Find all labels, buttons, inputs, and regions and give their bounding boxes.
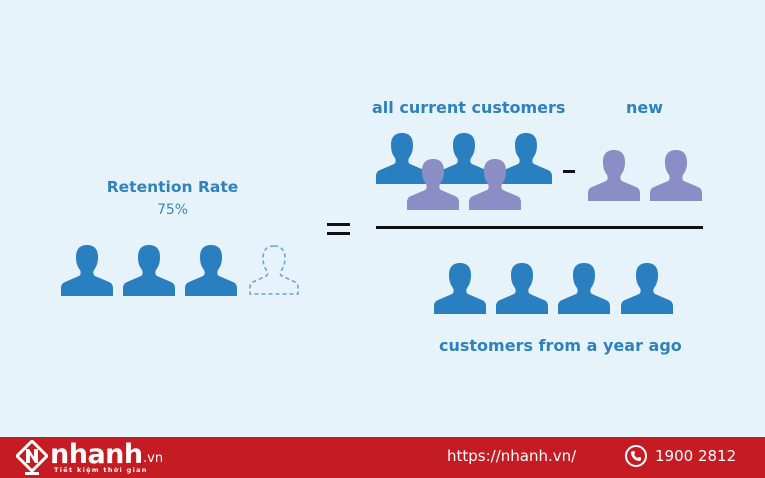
new-customer-icon xyxy=(588,149,640,201)
brand-tagline: Tiết kiệm thời gian xyxy=(54,466,148,474)
year-ago-customer-icon xyxy=(496,262,548,314)
logo-diamond-icon xyxy=(14,438,50,476)
current-customer-icon xyxy=(376,132,428,184)
footer-bar: nhanh .vn Tiết kiệm thời gian https://nh… xyxy=(0,437,765,478)
new-customer-icon xyxy=(469,158,521,210)
website-link[interactable]: https://nhanh.vn/ xyxy=(447,447,577,465)
new-customers-label: new xyxy=(626,98,664,117)
retained-customer-icon xyxy=(123,244,175,296)
new-customer-icon xyxy=(650,149,702,201)
retention-rate-value: 75% xyxy=(156,202,189,218)
current-customer-icon xyxy=(438,132,490,184)
all-current-customers-label: all current customers xyxy=(372,98,566,117)
fraction-bar xyxy=(376,226,703,229)
equals-sign xyxy=(327,222,351,236)
retained-customer-icon xyxy=(61,244,113,296)
hotline-number[interactable]: 1900 2812 xyxy=(655,447,737,465)
lost-customer-outline-icon xyxy=(248,244,300,296)
customers-year-ago-label: customers from a year ago xyxy=(439,336,682,355)
current-customer-icon xyxy=(500,132,552,184)
brand-name: nhanh xyxy=(50,439,143,470)
year-ago-customer-icon xyxy=(434,262,486,314)
retention-rate-diagram: Retention Rate 75% all current customers… xyxy=(61,98,703,355)
retained-customer-icon xyxy=(185,244,237,296)
phone-icon xyxy=(625,445,647,467)
new-customer-icon xyxy=(407,158,459,210)
year-ago-customer-icon xyxy=(558,262,610,314)
minus-sign xyxy=(563,170,575,173)
brand-logo[interactable]: nhanh .vn Tiết kiệm thời gian xyxy=(14,438,176,476)
retention-rate-title: Retention Rate xyxy=(106,178,239,196)
brand-tld: .vn xyxy=(143,451,164,466)
year-ago-customer-icon xyxy=(621,262,673,314)
